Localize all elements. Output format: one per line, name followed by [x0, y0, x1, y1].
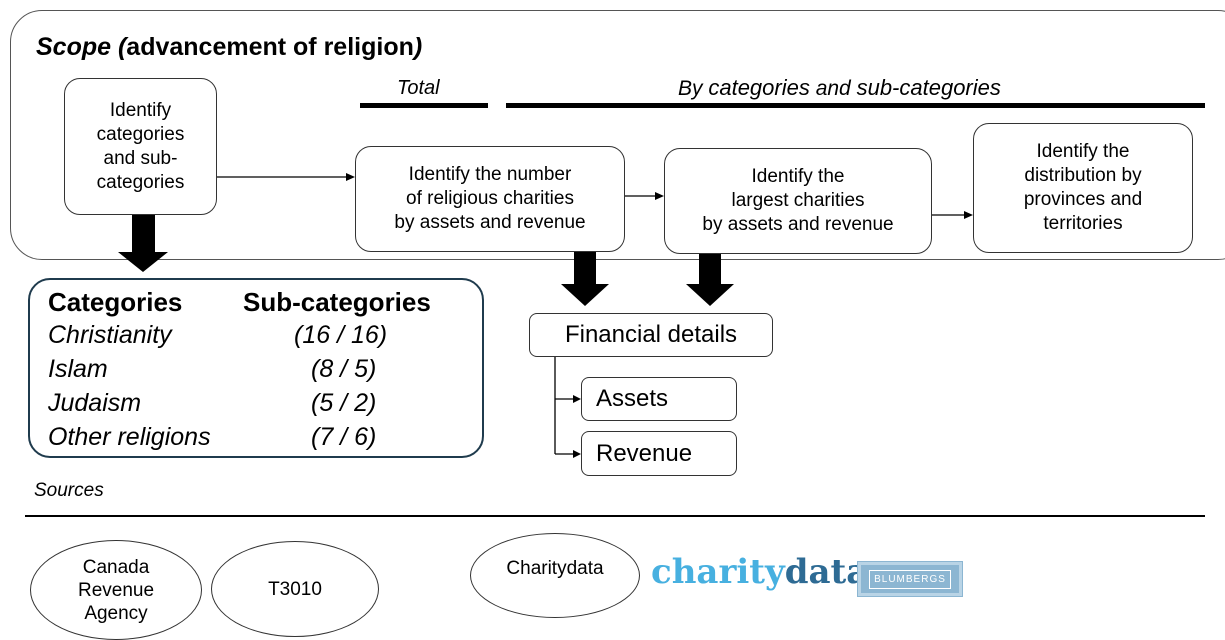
- scope-title-prefix: Scope (: [36, 33, 127, 61]
- category-count: (8 / 5): [311, 355, 377, 383]
- header-by-prefix: By: [678, 77, 709, 100]
- category-count: (16 / 16): [294, 321, 388, 349]
- header-total: Total: [397, 77, 440, 99]
- category-count: (7 / 6): [311, 423, 377, 451]
- identify-largest-box: Identify the largest charities by assets…: [664, 148, 932, 254]
- sources-divider: [25, 515, 1205, 517]
- arrowhead-to-revenue: [573, 450, 581, 458]
- header-by-and: and: [809, 77, 857, 100]
- sources-label: Sources: [34, 480, 104, 501]
- categories-panel: [28, 278, 484, 458]
- block-arrow-to-categories: [118, 215, 168, 272]
- header-categories-bar: [506, 103, 1205, 108]
- arrowhead-to-assets: [573, 395, 581, 403]
- blumbergs-logo: BLUMBERGS: [857, 561, 963, 597]
- identify-categories-box: Identify categories and sub- categories: [64, 78, 217, 215]
- assets-box: Assets: [581, 377, 737, 421]
- arrowhead-to-distribution: [964, 211, 973, 219]
- arrowhead-to-number: [346, 173, 355, 181]
- source-charitydata: Charitydata: [470, 533, 640, 618]
- arrowhead-to-largest: [655, 192, 664, 200]
- identify-number-box: Identify the number of religious chariti…: [355, 146, 625, 252]
- financial-details-box: Financial details: [529, 313, 773, 357]
- category-count: (5 / 2): [311, 389, 377, 417]
- charitydata-logo: charitydata: [651, 552, 868, 592]
- source-cra: Canada Revenue Agency: [30, 540, 202, 640]
- revenue-box: Revenue: [581, 431, 737, 476]
- block-arrow-number-to-financial: [561, 252, 609, 306]
- blumbergs-logo-text: BLUMBERGS: [869, 569, 951, 589]
- header-by-categories-word: categories: [708, 75, 810, 100]
- category-name: Judaism: [48, 389, 142, 417]
- subcategories-header: Sub-categories: [243, 287, 431, 317]
- identify-distribution-box: Identify the distribution by provinces a…: [973, 123, 1193, 253]
- category-name: Christianity: [48, 321, 172, 349]
- header-by-categories: By categories and sub-categories: [678, 75, 1001, 101]
- scope-title: Scope (advancement of religion): [36, 33, 422, 62]
- scope-title-main: advancement of religion: [126, 33, 414, 61]
- header-by-subcategories-word: sub-categories: [856, 75, 1001, 100]
- category-name: Islam: [48, 355, 108, 383]
- source-t3010: T3010: [211, 541, 379, 637]
- scope-title-suffix: ): [413, 33, 423, 61]
- categories-header: Categories: [48, 287, 183, 317]
- logo-data: data: [784, 552, 869, 592]
- header-total-bar: [360, 103, 488, 108]
- connector-lines: [118, 173, 973, 458]
- category-name: Other religions: [48, 423, 211, 451]
- logo-charity: charity: [651, 552, 785, 592]
- block-arrow-largest-to-financial: [686, 254, 734, 306]
